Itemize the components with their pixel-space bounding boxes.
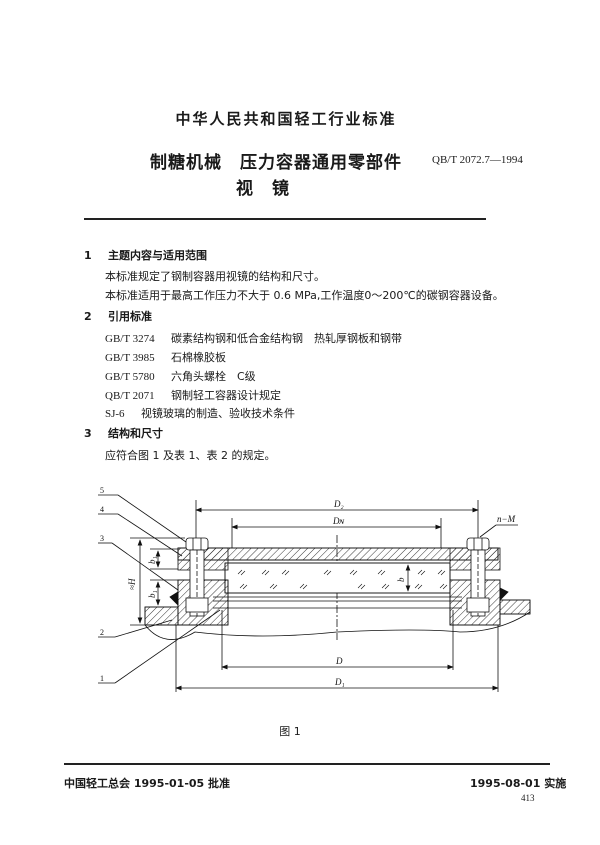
section-1-paragraph: 本标准适用于最高工作压力不大于 0.6 MPa,工作温度0～200℃的碳钢容器设… (105, 289, 504, 302)
dimension-dn (231, 518, 442, 548)
d2-label: D₂ (333, 499, 344, 509)
document-title: 制糖机械 压力容器通用零部件 (150, 153, 402, 173)
glass-thickness-label: b (396, 577, 406, 582)
height-label: ≈H (127, 578, 137, 590)
issuing-organization: 中华人民共和国轻工行业标准 (175, 110, 397, 128)
approval-info: 中国轻工总会 1995-01-05 批准 (64, 777, 231, 790)
header-rule (84, 218, 486, 220)
standard-number: QB/T 2072.7—1994 (432, 154, 523, 166)
document-subtitle: 视 镜 (236, 179, 290, 199)
part-label-2: 2 (100, 628, 104, 637)
page-number: 413 (521, 793, 535, 803)
part-label-4: 4 (100, 505, 104, 514)
bolt-right (466, 537, 490, 617)
b1-label-upper: b₁ (147, 556, 157, 564)
d1-label: D₁ (334, 677, 345, 687)
section-3-paragraph: 应符合图 1 及表 1、表 2 的规定。 (105, 449, 276, 462)
part-label-3: 3 (100, 534, 104, 543)
dn-label: Dɴ (332, 516, 344, 526)
footer-rule (64, 763, 550, 765)
bolt-left (185, 537, 209, 617)
implementation-date: 1995-08-01 实施 (470, 777, 567, 790)
d-label: D (335, 656, 343, 666)
part-label-1: 1 (100, 674, 104, 683)
figure-caption: 图 1 (279, 725, 301, 738)
section-1-paragraph: 本标准规定了钢制容器用视镜的结构和尺寸。 (105, 270, 325, 283)
bolt-spec-label: n−M (497, 514, 516, 524)
dimension-d2 (195, 500, 479, 545)
b1-label-lower: b₁ (147, 590, 157, 598)
part-label-5: 5 (100, 486, 104, 495)
